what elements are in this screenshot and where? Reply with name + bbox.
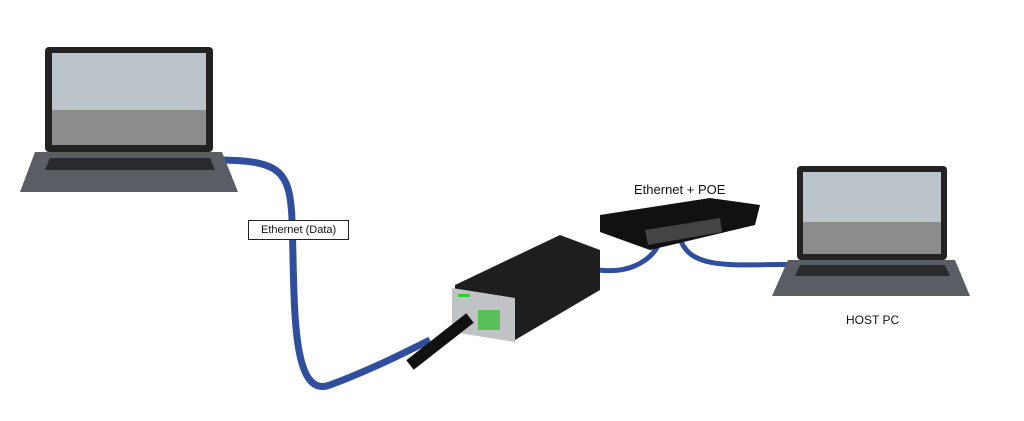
ethernet-device	[406, 235, 600, 370]
label-ethernet-poe: Ethernet + POE	[634, 182, 726, 197]
laptop-left	[20, 47, 238, 192]
cable-poe-host	[677, 237, 801, 268]
label-ethernet-data: Ethernet (Data)	[248, 220, 350, 240]
laptop-host	[772, 166, 970, 296]
cable-data	[214, 156, 432, 390]
poe-switch	[600, 198, 760, 250]
label-host-pc: HOST PC	[846, 313, 900, 327]
